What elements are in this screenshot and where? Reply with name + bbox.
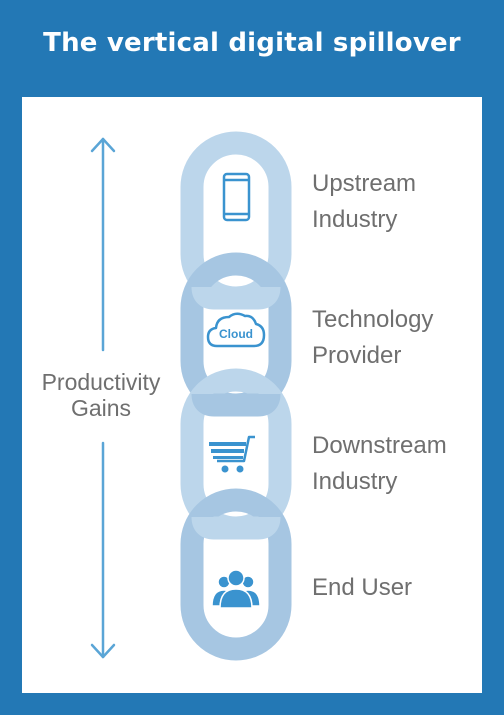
cloud-icon-text: Cloud (219, 327, 253, 341)
chain-label-end-user: End User (312, 570, 412, 606)
productivity-gains-label: Productivity Gains (26, 369, 176, 421)
users-icon (211, 569, 261, 609)
page-title: The vertical digital spillover (43, 28, 461, 58)
arrow-up-head (90, 137, 116, 153)
link-seam-2 (191, 392, 281, 417)
productivity-label-line2: Gains (70, 395, 132, 421)
productivity-label-line1: Productivity (41, 369, 161, 395)
chain-label-line1: End User (312, 574, 413, 601)
chain-label-downstream-industry: Downstream Industry (312, 428, 447, 500)
productivity-arrow (90, 137, 116, 659)
chain-label-upstream-industry: Upstream Industry (312, 166, 416, 238)
link-seam-1 (191, 285, 281, 310)
smartphone-icon (222, 172, 251, 222)
arrow-down-head (90, 643, 116, 659)
chain-link-4 (180, 488, 292, 661)
chain-label-line2: Provider (312, 342, 402, 369)
chain-label-line1: Technology (312, 306, 434, 333)
shopping-cart-icon (209, 435, 255, 473)
cloud-icon: Cloud (206, 312, 266, 348)
chain-label-line2: Industry (312, 468, 398, 495)
link-seam-3 (191, 515, 281, 540)
chain-label-line1: Downstream (312, 432, 447, 459)
chain-label-line2: Industry (312, 206, 398, 233)
chain-label-technology-provider: Technology Provider (312, 302, 433, 374)
chain-label-line1: Upstream (312, 170, 417, 197)
